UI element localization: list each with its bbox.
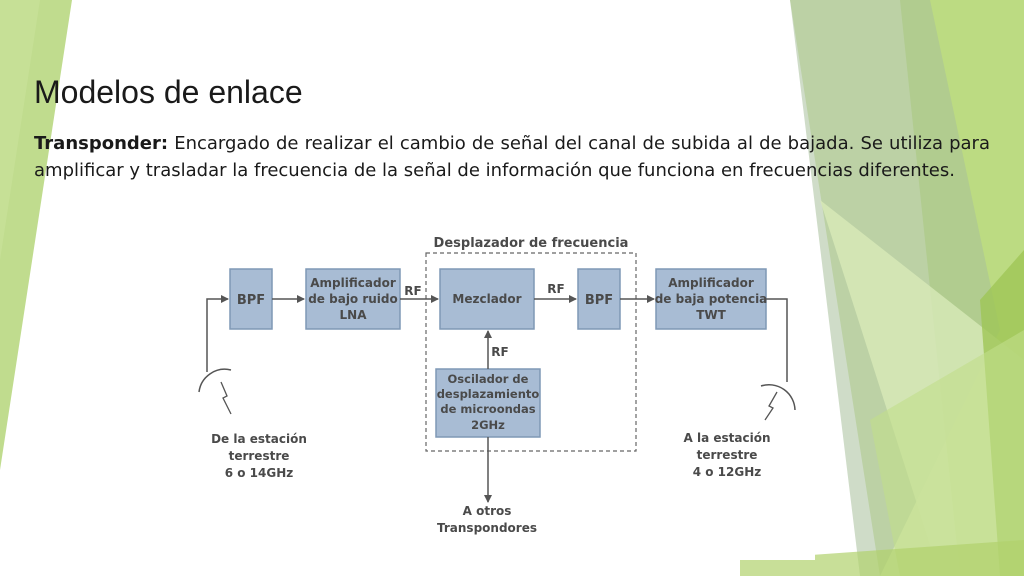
input-signal-icon (220, 381, 232, 415)
output-feed-line (766, 298, 788, 382)
mixer-block: Mezclador (439, 268, 535, 330)
osc-line-2: desplazamiento (437, 387, 540, 401)
input-label-1: De la estación (211, 432, 307, 446)
twt-line-3: TWT (696, 308, 726, 322)
output-label-2: terrestre (697, 448, 758, 462)
lead-term: Transponder: (34, 133, 169, 154)
twt-line-1: Amplificador (668, 276, 754, 290)
osc-line-1: Oscilador de (448, 372, 529, 386)
oscillator-block: Oscilador de desplazamiento de microonda… (435, 368, 541, 438)
twt-line-2: de baja potencia (655, 292, 768, 306)
output-label-3: 4 o 12GHz (693, 465, 762, 479)
rf-label-1: RF (404, 284, 421, 298)
lna-line-1: Amplificador (310, 276, 396, 290)
bpf-output-block: BPF (577, 268, 621, 330)
rf-label-3: RF (491, 345, 508, 359)
others-label-1: A otros (463, 504, 512, 518)
left-accent-shape-2 (0, 0, 40, 260)
others-label-2: Transpondores (437, 521, 537, 535)
input-dish-icon (198, 368, 232, 393)
mixer-label: Mezclador (452, 292, 521, 306)
slide-body: Transponder: Encargado de realizar el ca… (34, 130, 990, 184)
body-text: Encargado de realizar el cambio de señal… (34, 133, 990, 181)
lna-line-3: LNA (340, 308, 368, 322)
output-signal-icon (764, 391, 778, 421)
lna-block: Amplificador de bajo ruido LNA (305, 268, 401, 330)
bpf-output-label: BPF (585, 293, 613, 308)
input-label-3: 6 o 14GHz (225, 466, 294, 480)
output-label-1: A la estación (684, 431, 771, 445)
bpf-input-block: BPF (229, 268, 273, 330)
bottom-strip (740, 540, 1024, 576)
osc-line-4: 2GHz (471, 418, 505, 432)
bpf-input-label: BPF (237, 293, 265, 308)
right-facet-6 (870, 330, 1024, 576)
group-label: Desplazador de frecuencia (434, 236, 629, 251)
input-label-2: terrestre (229, 449, 290, 463)
lna-line-2: de bajo ruido (308, 292, 398, 306)
output-dish-icon (760, 383, 796, 411)
rf-label-2: RF (547, 282, 564, 296)
frequency-shifter-group (425, 252, 637, 452)
slide-title: Modelos de enlace (34, 74, 303, 110)
input-feed-line (206, 295, 229, 372)
transponder-diagram: Desplazador de frecuencia BPF Amplificad… (183, 222, 815, 560)
twt-block: Amplificador de baja potencia TWT (655, 268, 768, 330)
osc-line-3: de microondas (440, 402, 535, 416)
